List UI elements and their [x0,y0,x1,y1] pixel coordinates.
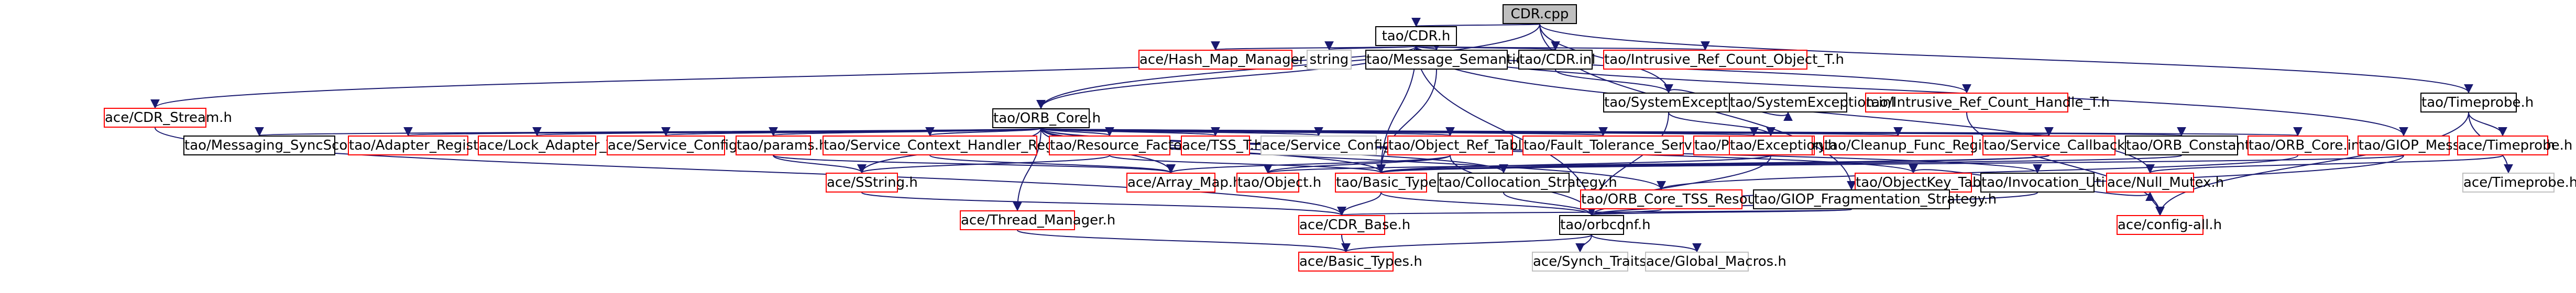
node-tao-message-semantics-h[interactable]: tao/Message_Semantics.h [1365,50,1543,70]
edge-tao-cdr-h-to-tao-versioned-namespace-h [1416,46,1596,216]
node-tao-intrusive-ref-count-object-t-h[interactable]: tao/Intrusive_Ref_Count_Object_T.h [1603,50,1844,70]
edge-tao-service-context-handler-registry-h-to-ace-array-map-h [929,155,1176,174]
node-tao-cdr-inl[interactable]: tao/CDR.inl [1518,50,1595,70]
edge-ace-thread-manager-h-to-ace-basic-types-h [1017,230,1351,253]
edge-tao-versioned-namespace-h-to-ace-global-macros-h [1591,234,1702,253]
node-tao-giop-fragmentation-strategy-h[interactable]: tao/GIOP_Fragmentation_Strategy.h [1753,189,1997,209]
node-ace-config-all-h[interactable]: ace/config-all.h [2117,215,2222,235]
node-ace-basic-types-h[interactable]: ace/Basic_Types.h [1298,252,1422,272]
edge-ace-timeprobe-h-to-ace-null-mutex-h [2145,155,2503,174]
node-ace-array-map-h[interactable]: ace/Array_Map.h [1126,173,1242,193]
node-tao-cleanup-func-registry-h[interactable]: tao/Cleanup_Func_Registry.h [1823,136,2019,155]
edge-ace-sstring-h-to-ace-cdr-base-h [861,192,1346,216]
node-tao-service-callbacks-h[interactable]: tao/Service_Callbacks.h [1982,136,2145,155]
node-string[interactable]: string [1307,50,1352,70]
edge-tao-versioned-namespace-h-to-ace-synch-traits-h [1575,234,1592,253]
edge-cdr-cpp-to-tao-timeprobe-h [1539,24,2473,94]
edge-tao-orb-core-h-to-ace-thread-manager-h [1013,128,1042,211]
node-tao-object-h[interactable]: tao/Object.h [1236,173,1321,193]
edge-tao-object-ref-table-h-to-tao-object-h [1263,155,1451,174]
edge-tao-cdr-inl-to-tao-systemexception-h [1555,69,1673,94]
edge-tao-exception-h-to-tao-basic-types-h [1376,155,1771,174]
node-tao-params-h[interactable]: tao/params.h [736,136,827,155]
edge-tao-object-ref-table-h-to-ace-array-map-h [1166,155,1451,174]
node-tao-orb-core-inl[interactable]: tao/ORB_Core.inl [2248,136,2364,155]
node-ace-thread-manager-h[interactable]: ace/Thread_Manager.h [960,210,1115,230]
edge-tao-giop-message-version-h-to-tao-basic-types-h [1377,155,2404,174]
edge-tao-giop-fragmentation-strategy-h-to-tao-versioned-namespace-h [1587,206,1852,216]
node-tao-messaging-syncscopec-h[interactable]: tao/Messaging_SyncScopeC.h [183,136,387,155]
node-ace-service-config-h-1[interactable]: ace/Service_Config.h [607,136,750,155]
node-ace-tss-t-h[interactable]: ace/TSS_T.h [1181,136,1263,155]
edge-ace-null-mutex-h-to-ace-config-all-h [2150,192,2165,216]
node-tao-systemexception-h[interactable]: tao/SystemException.h [1603,93,1761,112]
edge-tao-orb-core-inl-to-tao-orb-core-tss-resources-h [1657,155,2298,190]
node-tao-timeprobe-h[interactable]: tao/Timeprobe.h [2420,93,2534,112]
edge-tao-versioned-namespace-h-to-ace-basic-types-h [1341,234,1592,253]
edge-tao-service-callbacks-h-to-tao-object-h [1264,155,2049,174]
edge-tao-resource-factory-h-to-ace-sstring-h [857,155,1110,174]
node-ace-cdr-base-h[interactable]: ace/CDR_Base.h [1298,215,1410,235]
node-tao-intrusive-ref-count-handle-t-h[interactable]: tao/Intrusive_Ref_Count_Handle_T.h [1865,93,2110,112]
node-tao-collocation-strategy-h[interactable]: tao/Collocation_Strategy.h [1438,173,1617,193]
node-tao-systemexception-inl[interactable]: tao/SystemException.inl [1729,93,1895,112]
node-ace-hash-map-manager-t-h[interactable]: ace/Hash_Map_Manager_T.h [1138,50,1331,70]
node-ace-global-macros-h[interactable]: ace/Global_Macros.h [1645,252,1786,272]
node-ace-sstring-h[interactable]: ace/SString.h [826,173,918,193]
node-cdr-cpp[interactable]: CDR.cpp [1503,4,1577,24]
node-tao-object-ref-table-h[interactable]: tao/Object_Ref_Table.h [1387,136,1543,155]
node-tao-exception-h[interactable]: tao/Exception.h [1729,136,1837,155]
edge-tao-basic-types-h-to-tao-versioned-namespace-h [1380,192,1596,216]
node-ace-synch-traits-h[interactable]: ace/Synch_Traits.h [1532,252,1660,272]
edge-tao-orb-core-h-to-tao-resource-factory-h [1040,127,1114,137]
node-ace-timeprobe-h[interactable]: ace/Timeprobe.h [2457,136,2572,155]
edge-tao-resource-factory-h-to-tao-basic-types-h [1109,155,1386,174]
edge-tao-timeprobe-h-to-ace-timeprobe-h [2468,112,2507,137]
node-tao-resource-factory-h[interactable]: tao/Resource_Factory.h [1049,136,1207,155]
edge-tao-cdr-h-to-tao-intrusive-ref-count-object-t-h [1416,40,1709,51]
node-tao-cdr-h[interactable]: tao/CDR.h [1375,26,1457,46]
node-tao-adapter-registry-h[interactable]: tao/Adapter_Registry.h [348,136,503,155]
node-ace-cdr-stream-h[interactable]: ace/CDR_Stream.h [104,108,232,128]
edge-tao-timeprobe-h-to-ace-config-all-h [2155,112,2469,216]
node-tao-giop-message-version-h[interactable]: tao/GIOP_Message_Version.h [2358,136,2555,155]
node-tao-orb-core-h[interactable]: tao/ORB_Core.h [992,108,1101,128]
node-tao-orb-core-tss-resources-h[interactable]: tao/ORB_Core_TSS_Resources.h [1580,189,1797,209]
node-tao-fault-tolerance-service-h[interactable]: tao/Fault_Tolerance_Service.h [1522,136,1725,155]
edge-tao-orb-core-h-to-tao-service-context-handler-registry-h [925,127,1042,137]
node-tao-service-context-handler-registry-h[interactable]: tao/Service_Context_Handler_Registry.h [823,136,1095,155]
edge-tao-orb-core-h-to-tao-orb-core-inl [1040,126,2300,137]
node-ace-timeprobe-h-gray[interactable]: ace/Timeprobe.h [2462,173,2576,193]
node-tao-basic-types-h[interactable]: tao/Basic_Types.h [1335,173,1457,193]
edge-tao-message-semantics-h-to-tao-basic-types-h [1376,69,1437,174]
node-ace-null-mutex-h[interactable]: ace/Null_Mutex.h [2106,173,2224,193]
edge-cdr-cpp-to-tao-cdr-h [1412,17,1540,27]
node-ace-service-config-h-2[interactable]: ace/Service_Config.h [1260,136,1404,155]
node-tao-orb-constants-h[interactable]: tao/ORB_Constants.h [2125,136,2270,155]
node-ace-lock-adapter-t-h[interactable]: ace/Lock_Adapter_T.h [478,136,626,155]
node-tao-versioned-namespace-h[interactable]: tao/orbconf.h [1559,215,1651,235]
edge-tao-orb-core-h-to-tao-params-h [769,127,1042,137]
node-tao-invocation-utils-h[interactable]: tao/Invocation_Utils.h [1980,173,2129,193]
edge-tao-cdr-h-to-string [1324,41,1417,51]
